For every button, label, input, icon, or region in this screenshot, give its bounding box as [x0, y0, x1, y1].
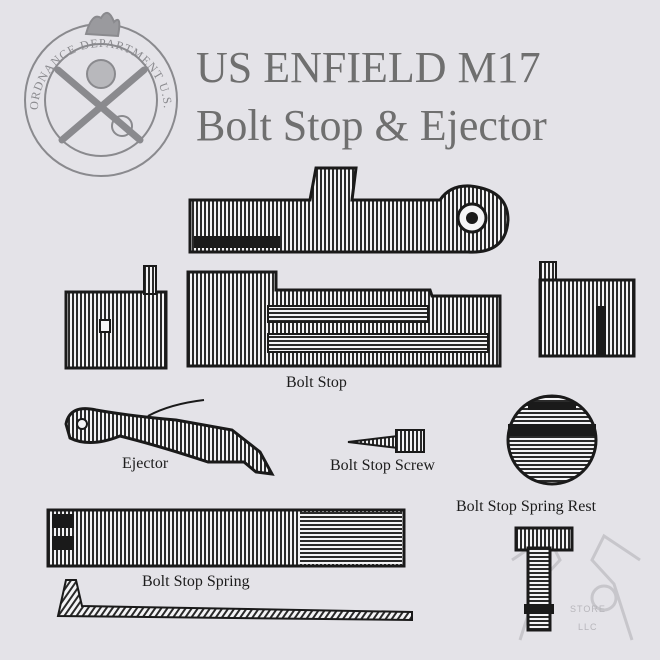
- title-line-1: US ENFIELD M17: [196, 43, 541, 92]
- bolt-stop-top-view: [188, 166, 510, 254]
- spring-rest-side-part: [514, 526, 574, 632]
- bolt-stop-spring-rest-part: [506, 394, 598, 486]
- watermark-store-text: STORE: [570, 604, 606, 614]
- bolt-stop-screw-part: [347, 429, 425, 453]
- flame-icon: [84, 11, 121, 38]
- crossed-cannons-icon: [54, 66, 148, 144]
- label-ejector: Ejector: [122, 455, 169, 472]
- bolt-stop-spring-part: [46, 508, 413, 622]
- label-bolt-stop-spring-rest: Bolt Stop Spring Rest: [456, 498, 597, 515]
- bolt-stop-side-view-left: [64, 265, 168, 370]
- ordnance-emblem: ORDNANCE DEPARTMENT U.S.: [24, 11, 178, 177]
- label-bolt-stop-screw: Bolt Stop Screw: [330, 457, 435, 474]
- label-bolt-stop: Bolt Stop: [286, 374, 347, 391]
- title-line-2: Bolt Stop & Ejector: [196, 101, 547, 150]
- watermark-llc-text: LLC: [578, 622, 598, 632]
- shell-icon: [86, 59, 116, 89]
- bolt-stop-main-view: [186, 270, 502, 368]
- bolt-stop-side-view-right: [538, 261, 636, 358]
- label-bolt-stop-spring: Bolt Stop Spring: [142, 573, 250, 590]
- ejector-part: [64, 399, 275, 476]
